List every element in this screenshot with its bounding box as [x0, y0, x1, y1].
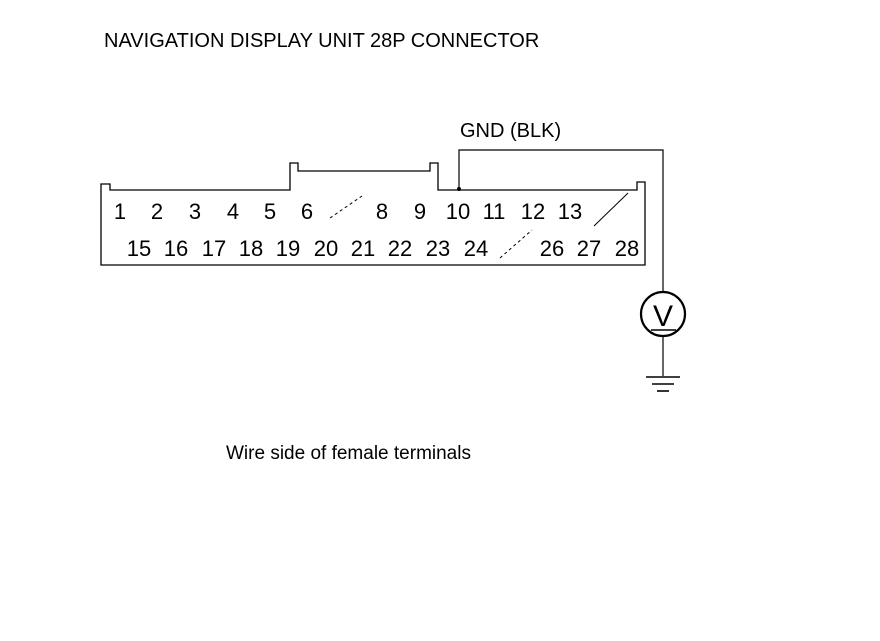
pin-22: 22	[388, 236, 412, 261]
pin-6: 6	[301, 199, 313, 224]
pin-19: 19	[276, 236, 300, 261]
pin-12: 12	[521, 199, 545, 224]
pin-5: 5	[264, 199, 276, 224]
unused-pin-mark-25	[499, 229, 533, 259]
pin-10: 10	[446, 199, 470, 224]
pin-row-bottom: 15 16 17 18 19 20 21 22 23 24 26 27 28	[127, 236, 639, 261]
pin-13: 13	[558, 199, 582, 224]
pin-27: 27	[577, 236, 601, 261]
pin-2: 2	[151, 199, 163, 224]
diagram-title: NAVIGATION DISPLAY UNIT 28P CONNECTOR	[104, 30, 539, 52]
ground-symbol-icon	[646, 376, 680, 392]
pin-9: 9	[414, 199, 426, 224]
diagram-caption: Wire side of female terminals	[226, 443, 471, 464]
pin-8: 8	[376, 199, 388, 224]
pin-11: 11	[483, 199, 506, 224]
pin-1: 1	[114, 199, 126, 224]
pin-26: 26	[540, 236, 564, 261]
ground-wire-label: GND (BLK)	[460, 120, 561, 142]
pin-15: 15	[127, 236, 151, 261]
pin-24: 24	[464, 236, 488, 261]
pin-18: 18	[239, 236, 263, 261]
probe-wire	[458, 149, 664, 292]
pin-23: 23	[426, 236, 450, 261]
connector-outline	[100, 162, 646, 266]
pin-3: 3	[189, 199, 201, 224]
unused-pin-mark-14	[593, 192, 629, 227]
pin-4: 4	[227, 199, 239, 224]
probe-contact-dot	[457, 187, 461, 191]
pin-17: 17	[202, 236, 226, 261]
pin-21: 21	[351, 236, 375, 261]
pin-16: 16	[164, 236, 188, 261]
unused-pin-mark-7	[329, 195, 363, 219]
pin-28: 28	[615, 236, 639, 261]
voltmeter-label: V	[653, 300, 673, 333]
pin-20: 20	[314, 236, 338, 261]
